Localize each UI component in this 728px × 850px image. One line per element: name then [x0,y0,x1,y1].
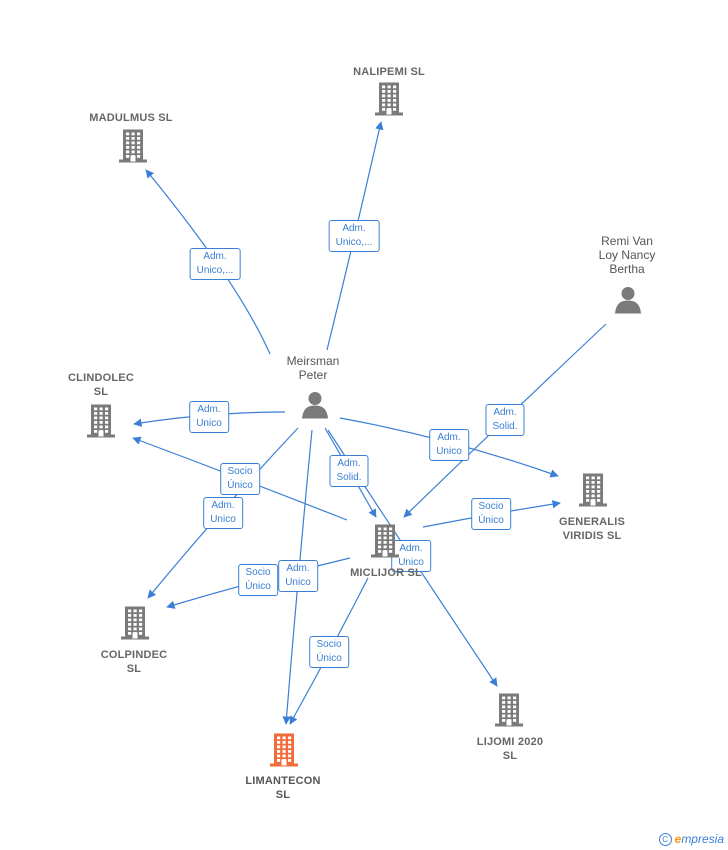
building-icon-limantecon[interactable] [269,732,299,773]
node-label-remi[interactable]: Remi Van Loy Nancy Bertha [598,234,656,276]
building-icon-madulmus[interactable] [118,128,148,169]
building-icon-nalipemi[interactable] [374,81,404,122]
building-icon-svg-lijomi [495,693,523,727]
node-label-miclijor[interactable]: MICLIJOR SL [350,567,422,579]
edge-label-meirsman-limantecon[interactable]: Adm. Unico [278,560,318,592]
person-icon-svg-meirsman [302,392,328,419]
building-icon-generalis[interactable] [578,472,608,513]
person-icon-svg-remi [615,287,641,314]
brand-initial: e [674,832,682,846]
building-icon-miclijor[interactable] [370,523,400,564]
brand-logo[interactable]: empresia [675,832,724,846]
edge-label-meirsman-miclijor[interactable]: Adm. Solid. [329,455,369,487]
building-icon-svg-colpindec [121,606,149,640]
node-label-clindolec[interactable]: CLINDOLEC SL [68,372,134,398]
node-label-colpindec[interactable]: COLPINDEC SL [100,649,168,675]
node-label-madulmus[interactable]: MADULMUS SL [89,112,173,124]
node-label-nalipemi[interactable]: NALIPEMI SL [353,66,425,78]
edge-label-miclijor-generalis[interactable]: Socio Único [471,498,511,530]
node-label-lijomi[interactable]: LIJOMI 2020 SL [476,736,544,762]
building-icon-clindolec[interactable] [86,403,116,444]
building-icon-lijomi[interactable] [494,692,524,733]
person-icon-meirsman[interactable] [300,390,330,425]
edge-label-meirsman-generalis[interactable]: Adm. Unico [429,429,469,461]
building-icon-svg-clindolec [87,404,115,438]
node-label-generalis[interactable]: GENERALIS VIRIDIS SL [559,516,625,542]
edge-label-meirsman-madulmus[interactable]: Adm. Unico,... [189,248,241,280]
person-icon-remi[interactable] [613,285,643,320]
edge-label-meirsman-nalipemi[interactable]: Adm. Unico,... [328,220,380,252]
edge-label-miclijor-clindolec[interactable]: Socio Único [220,463,260,495]
building-icon-svg-miclijor [371,524,399,558]
edge-label-miclijor-colpindec[interactable]: Socio Único [238,564,278,596]
edge-label-remi-miclijor[interactable]: Adm. Solid. [485,404,525,436]
edge-label-meirsman-colpindec[interactable]: Adm. Unico [203,497,243,529]
edge-label-miclijor-limantecon[interactable]: Socio Único [309,636,349,668]
building-icon-svg-madulmus [119,129,147,163]
footer-credit: C empresia [658,832,724,846]
building-icon-colpindec[interactable] [120,605,150,646]
edge-label-meirsman-clindolec[interactable]: Adm. Unico [189,401,229,433]
building-icon-svg-nalipemi [375,82,403,116]
copyright-icon: C [658,832,672,846]
brand-name: mpresia [681,832,724,846]
node-label-limantecon[interactable]: LIMANTECON SL [245,775,321,801]
building-icon-svg-limantecon [270,733,298,767]
node-label-meirsman[interactable]: Meirsman Peter [286,354,340,382]
building-icon-svg-generalis [579,473,607,507]
